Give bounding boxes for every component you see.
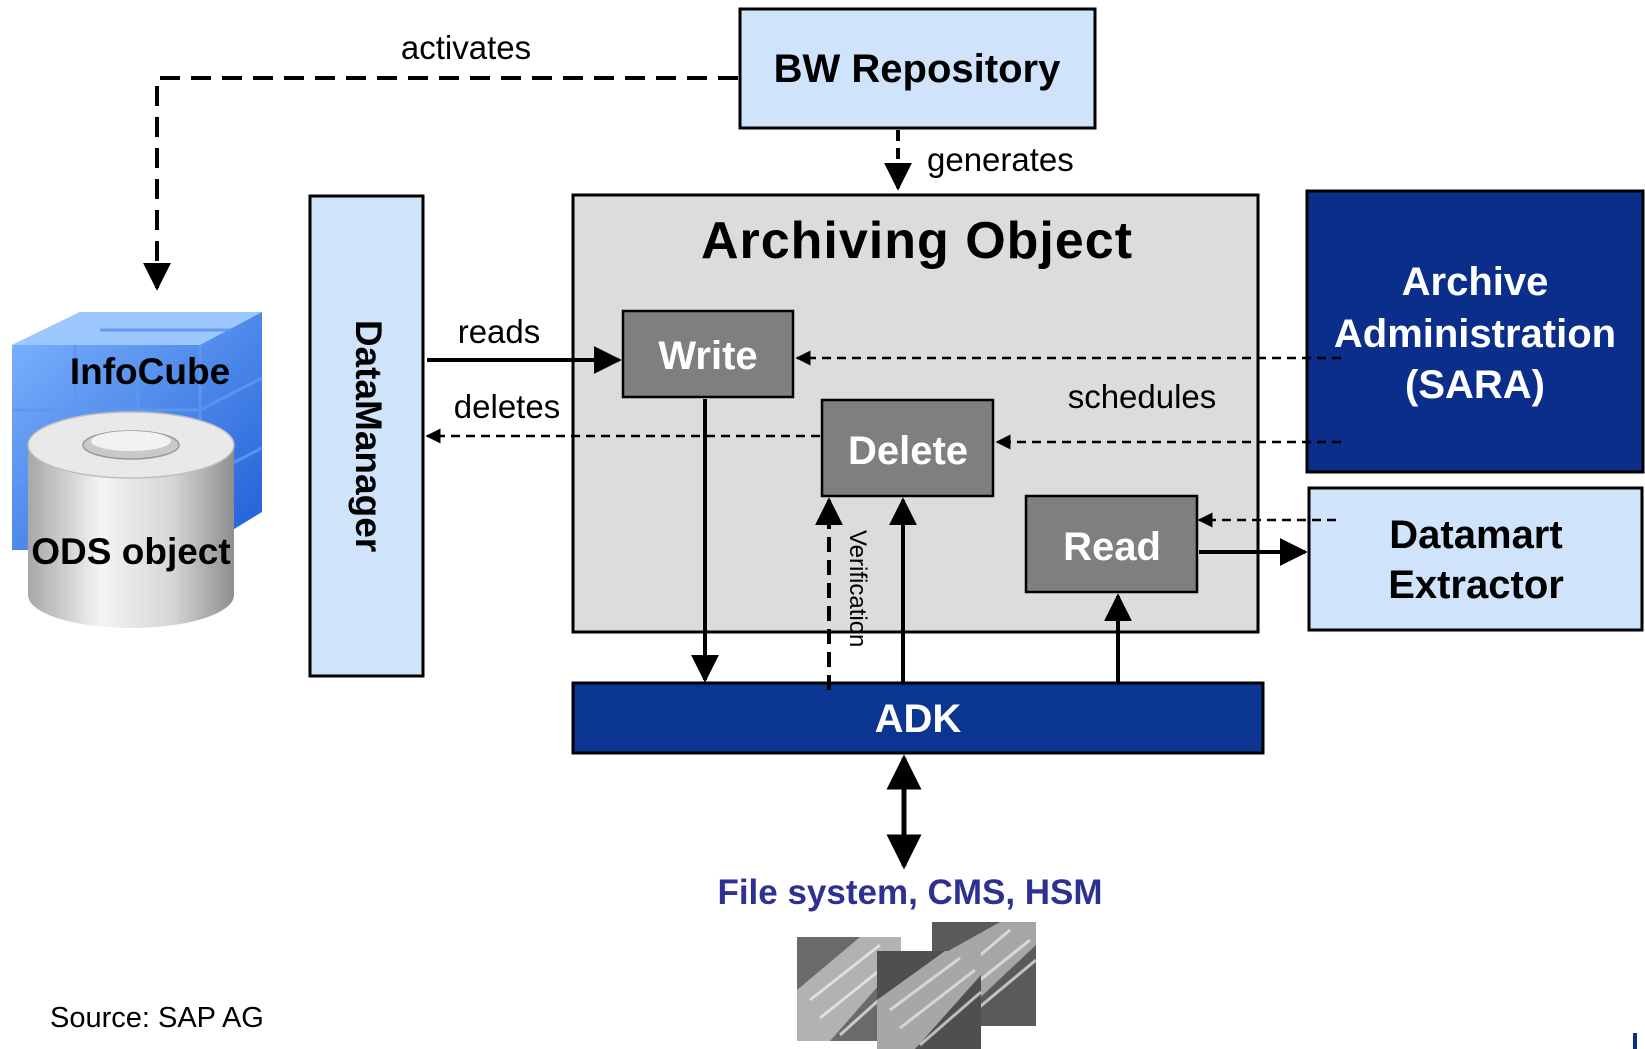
ods-object-label: ODS object <box>31 531 230 572</box>
archiving-object-label: Archiving Object <box>701 212 1133 270</box>
datamart-extractor-box <box>1307 486 1644 632</box>
corner-mark <box>1633 1033 1637 1049</box>
activates-label: activates <box>401 29 531 66</box>
archive-admin-label-line1: Archive <box>1402 260 1549 304</box>
delete-label: Delete <box>848 429 968 473</box>
adk-label: ADK <box>875 697 962 741</box>
datamanager-label: DataManager <box>348 320 389 552</box>
source-label: Source: SAP AG <box>50 1002 264 1034</box>
write-box <box>621 309 795 399</box>
bw-repository-label: BW Repository <box>774 47 1061 91</box>
ods-object-icon <box>27 411 235 628</box>
adk-box <box>571 681 1265 755</box>
storage-media-icon <box>797 922 1037 1049</box>
activates-arrow <box>143 76 738 291</box>
datamart-label-line2: Extractor <box>1388 563 1564 607</box>
archive-admin-label-line3: (SARA) <box>1405 363 1545 407</box>
archive-administration-box <box>1305 189 1645 474</box>
infocube-label: InfoCube <box>70 351 230 392</box>
write-label: Write <box>658 334 757 378</box>
reads-label: reads <box>458 313 541 350</box>
storage-label: File system, CMS, HSM <box>717 873 1102 912</box>
deletes-label: deletes <box>454 388 560 425</box>
read-label: Read <box>1063 525 1161 569</box>
read-box <box>1024 494 1199 594</box>
verification-label: Verification <box>844 530 871 647</box>
schedules-label: schedules <box>1068 378 1217 415</box>
datamart-label-line1: Datamart <box>1389 513 1562 557</box>
generates-label: generates <box>927 141 1074 178</box>
delete-box <box>820 398 995 498</box>
bw-repository-box <box>738 7 1097 130</box>
datamanager-box <box>308 194 425 678</box>
archive-admin-label-line2: Administration <box>1334 312 1616 356</box>
